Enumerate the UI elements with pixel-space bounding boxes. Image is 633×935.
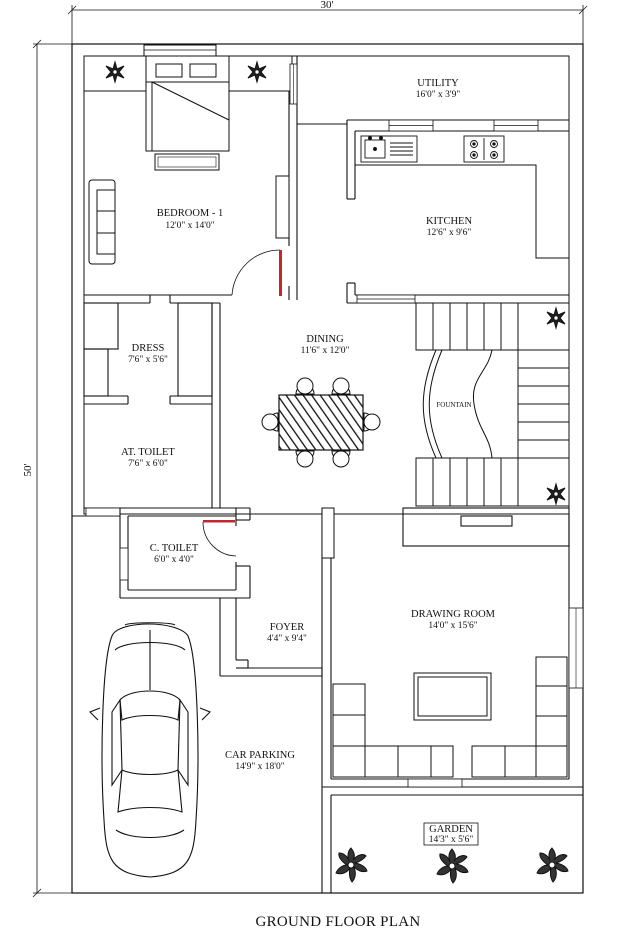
bedroom-wardrobe [275,175,290,239]
utility-kitchen-walls [297,119,569,304]
depth-dimension [32,39,72,898]
foyer-name: FOYER [270,622,304,633]
fountain-label: FOUNTAIN [436,401,471,409]
drawing-room-name: DRAWING ROOM [411,609,496,620]
c-toilet-size: 6'0" x 4'0" [154,555,194,565]
garden-plant-left-icon [335,847,368,883]
garden-plant-right-icon [536,847,569,883]
dining-table [261,377,381,468]
kitchen-counter [354,131,569,259]
garden-door [407,778,463,788]
stair-plant-top-icon [546,307,566,329]
drawing-room-sofas [332,656,568,778]
kitchen-sink-icon [360,135,418,163]
bedroom-name: BEDROOM - 1 [157,208,224,219]
kitchen-size: 12'6" x 9'6" [427,228,472,238]
bedroom-door [231,249,282,296]
staircase [415,302,570,507]
utility-name: UTILITY [417,78,459,89]
bedroom-size: 12'0" x 14'0" [165,221,214,231]
room-labels: BEDROOM - 1 12'0" x 14'0" UTILITY 16'0" … [121,78,496,845]
width-dimension [67,5,588,44]
fountain [422,349,493,459]
c-toilet-name: C. TOILET [150,543,199,554]
dining-size: 11'6" x 12'0" [301,346,350,356]
utility-size: 16'0" x 3'9" [416,90,461,100]
drawing-room-size: 14'0" x 15'6" [428,621,477,631]
stair-plant-bottom-icon [546,483,566,505]
foyer-walls [219,508,323,677]
at-toilet-size: 7'6" x 6'0" [128,459,168,469]
garden-name: GARDEN [429,824,473,835]
width-label: 30' [321,0,334,11]
at-toilet-name: AT. TOILET [121,447,175,458]
bedroom-sofa [88,179,116,265]
dress-name: DRESS [132,343,165,354]
dress-size: 7'6" x 5'6" [128,355,168,365]
dining-pillar [321,507,335,559]
kitchen-windows [356,119,539,304]
car-parking-name: CAR PARKING [225,750,295,761]
dress-toilet-walls [72,302,250,517]
c-toilet-door [202,520,237,557]
foyer-size: 4'4" x 9'4" [267,634,307,644]
dining-name: DINING [306,334,344,345]
toilet-vent [85,507,121,517]
depth-label: 50' [22,463,34,476]
bed [83,55,293,171]
c-toilet-window [119,547,129,581]
garden-plant-center-icon [436,848,469,884]
garden-size: 14'3" x 5'6" [429,835,474,845]
garden-label-box [423,822,479,846]
kitchen-stove-icon [463,135,505,163]
bedroom-window [143,44,217,57]
plan-title: GROUND FLOOR PLAN [255,914,420,930]
car-parking-size: 14'9" x 18'0" [235,762,284,772]
car-icon [89,622,211,878]
kitchen-name: KITCHEN [426,216,472,227]
garden-walls [321,787,583,893]
